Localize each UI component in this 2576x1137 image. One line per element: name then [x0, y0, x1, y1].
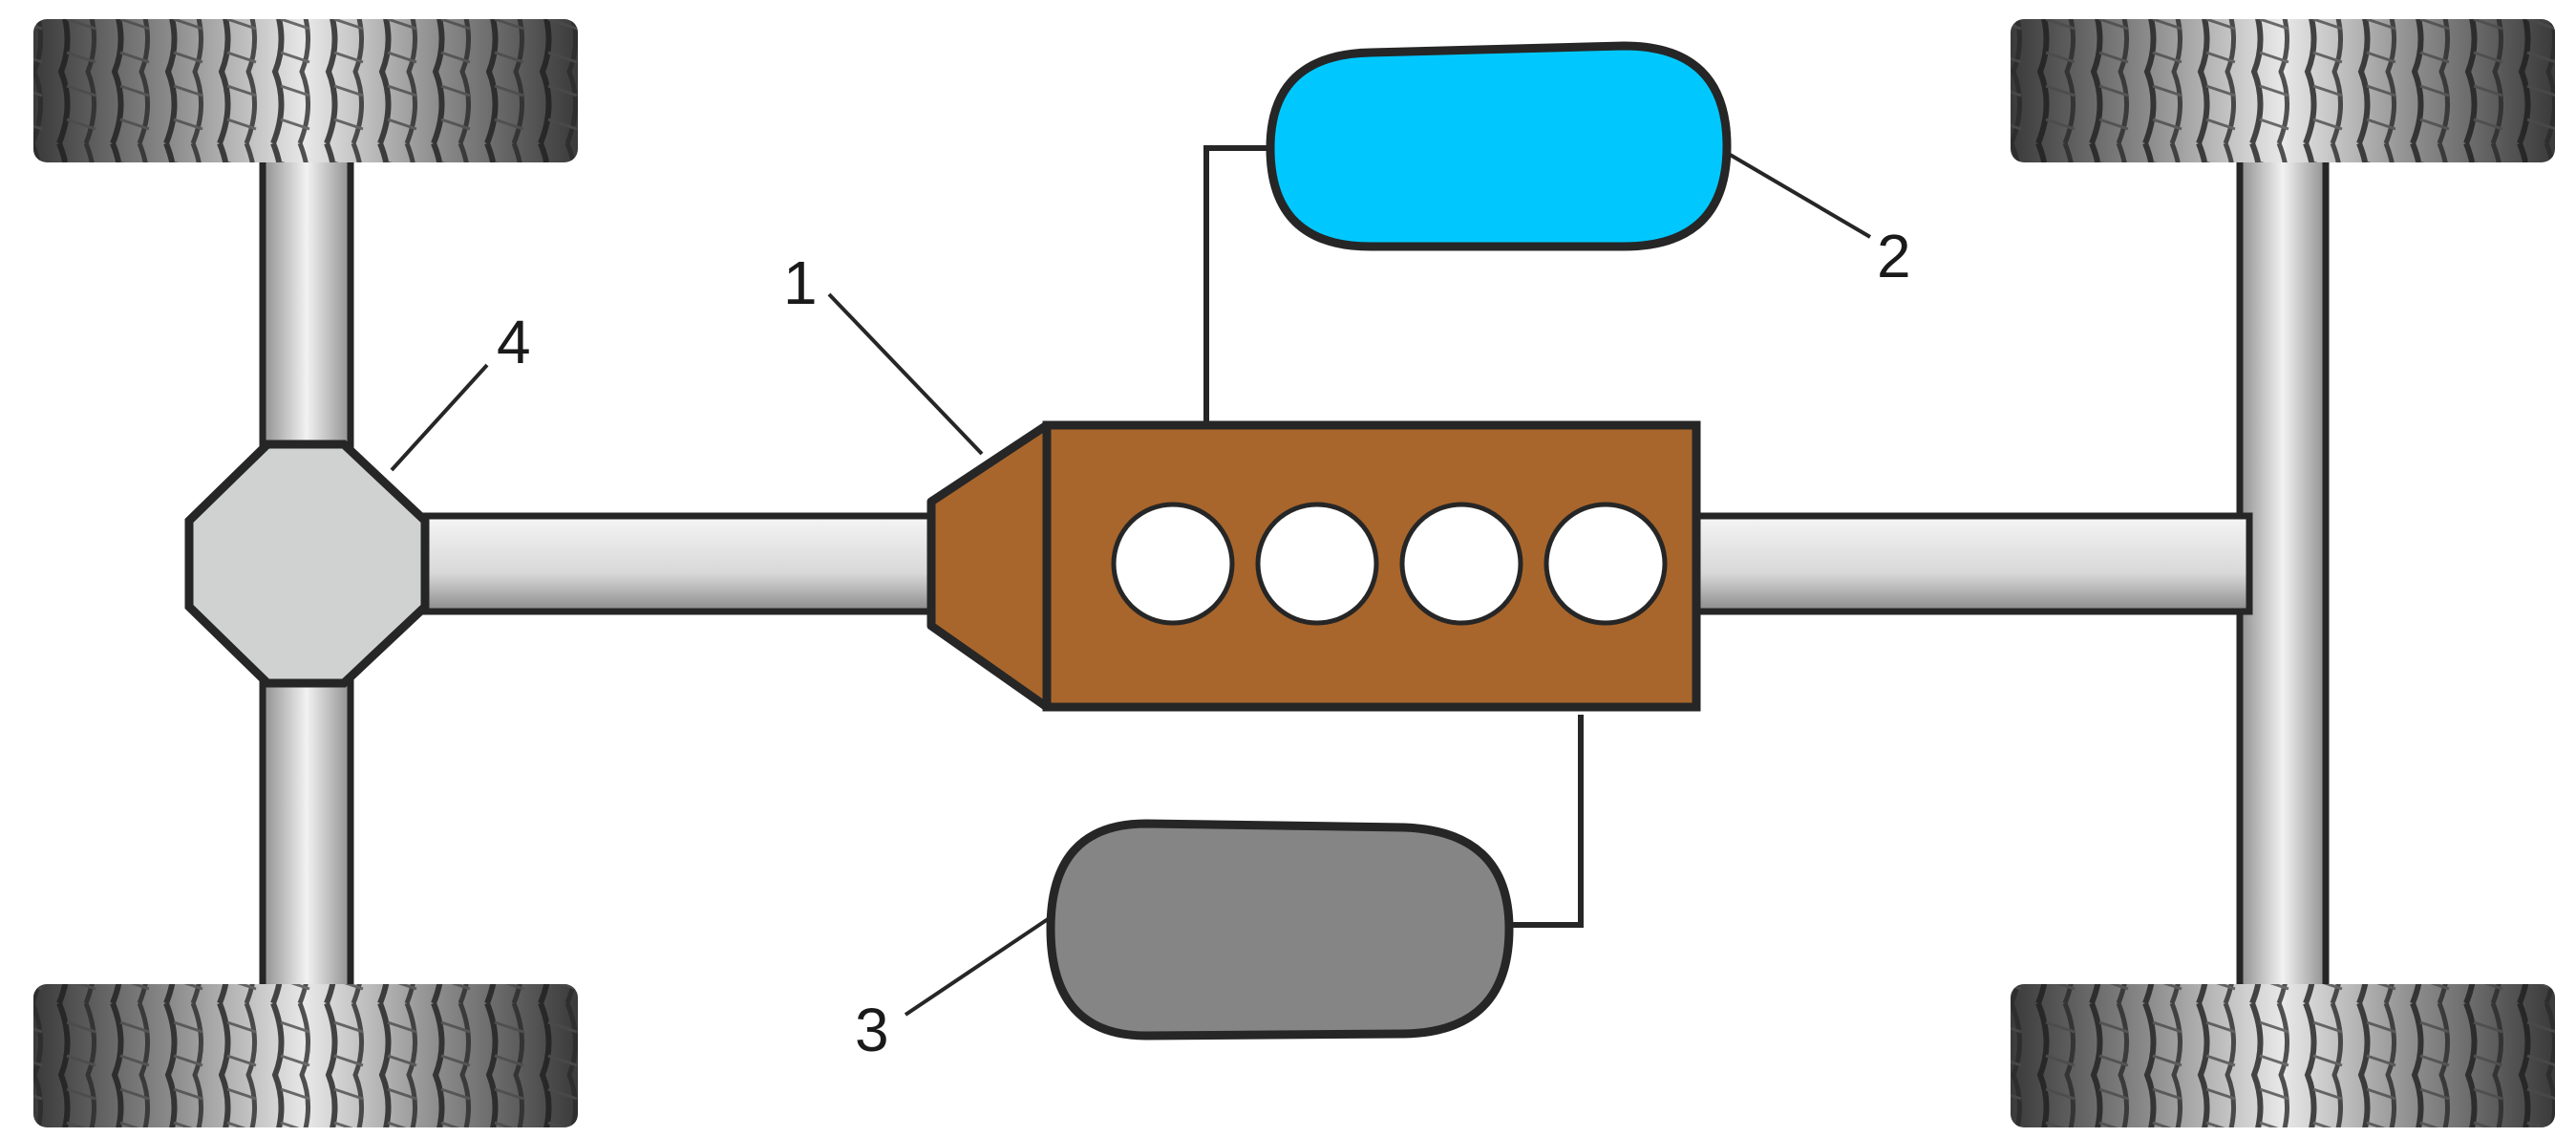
lower-tank-line	[1511, 715, 1584, 928]
wheel-front-left	[2011, 19, 2555, 162]
wheel-rear-left	[33, 19, 578, 162]
engine-port-3	[1399, 502, 1523, 626]
engine-nozzle	[926, 420, 1052, 712]
wheel-rear-right	[33, 984, 578, 1127]
callout-4-leader	[390, 363, 489, 472]
callout-3-label: 3	[855, 996, 889, 1064]
callout-1-label: 1	[783, 248, 818, 317]
upper-tank-line	[1203, 145, 1275, 428]
callout-4-label: 4	[497, 308, 531, 376]
engine-ports	[1111, 502, 1668, 626]
wheel-front-right	[2011, 984, 2555, 1127]
upper-tank	[1266, 41, 1732, 251]
callout-1-leader	[827, 292, 984, 456]
engine-port-4	[1543, 502, 1668, 626]
lower-tank	[1046, 819, 1514, 1040]
engine-port-1	[1111, 502, 1235, 626]
callout-2-label: 2	[1877, 222, 1911, 290]
differential	[184, 440, 430, 688]
callout-3-leader	[904, 915, 1053, 1017]
engine-port-2	[1255, 502, 1379, 626]
callout-2-leader	[1725, 151, 1872, 239]
